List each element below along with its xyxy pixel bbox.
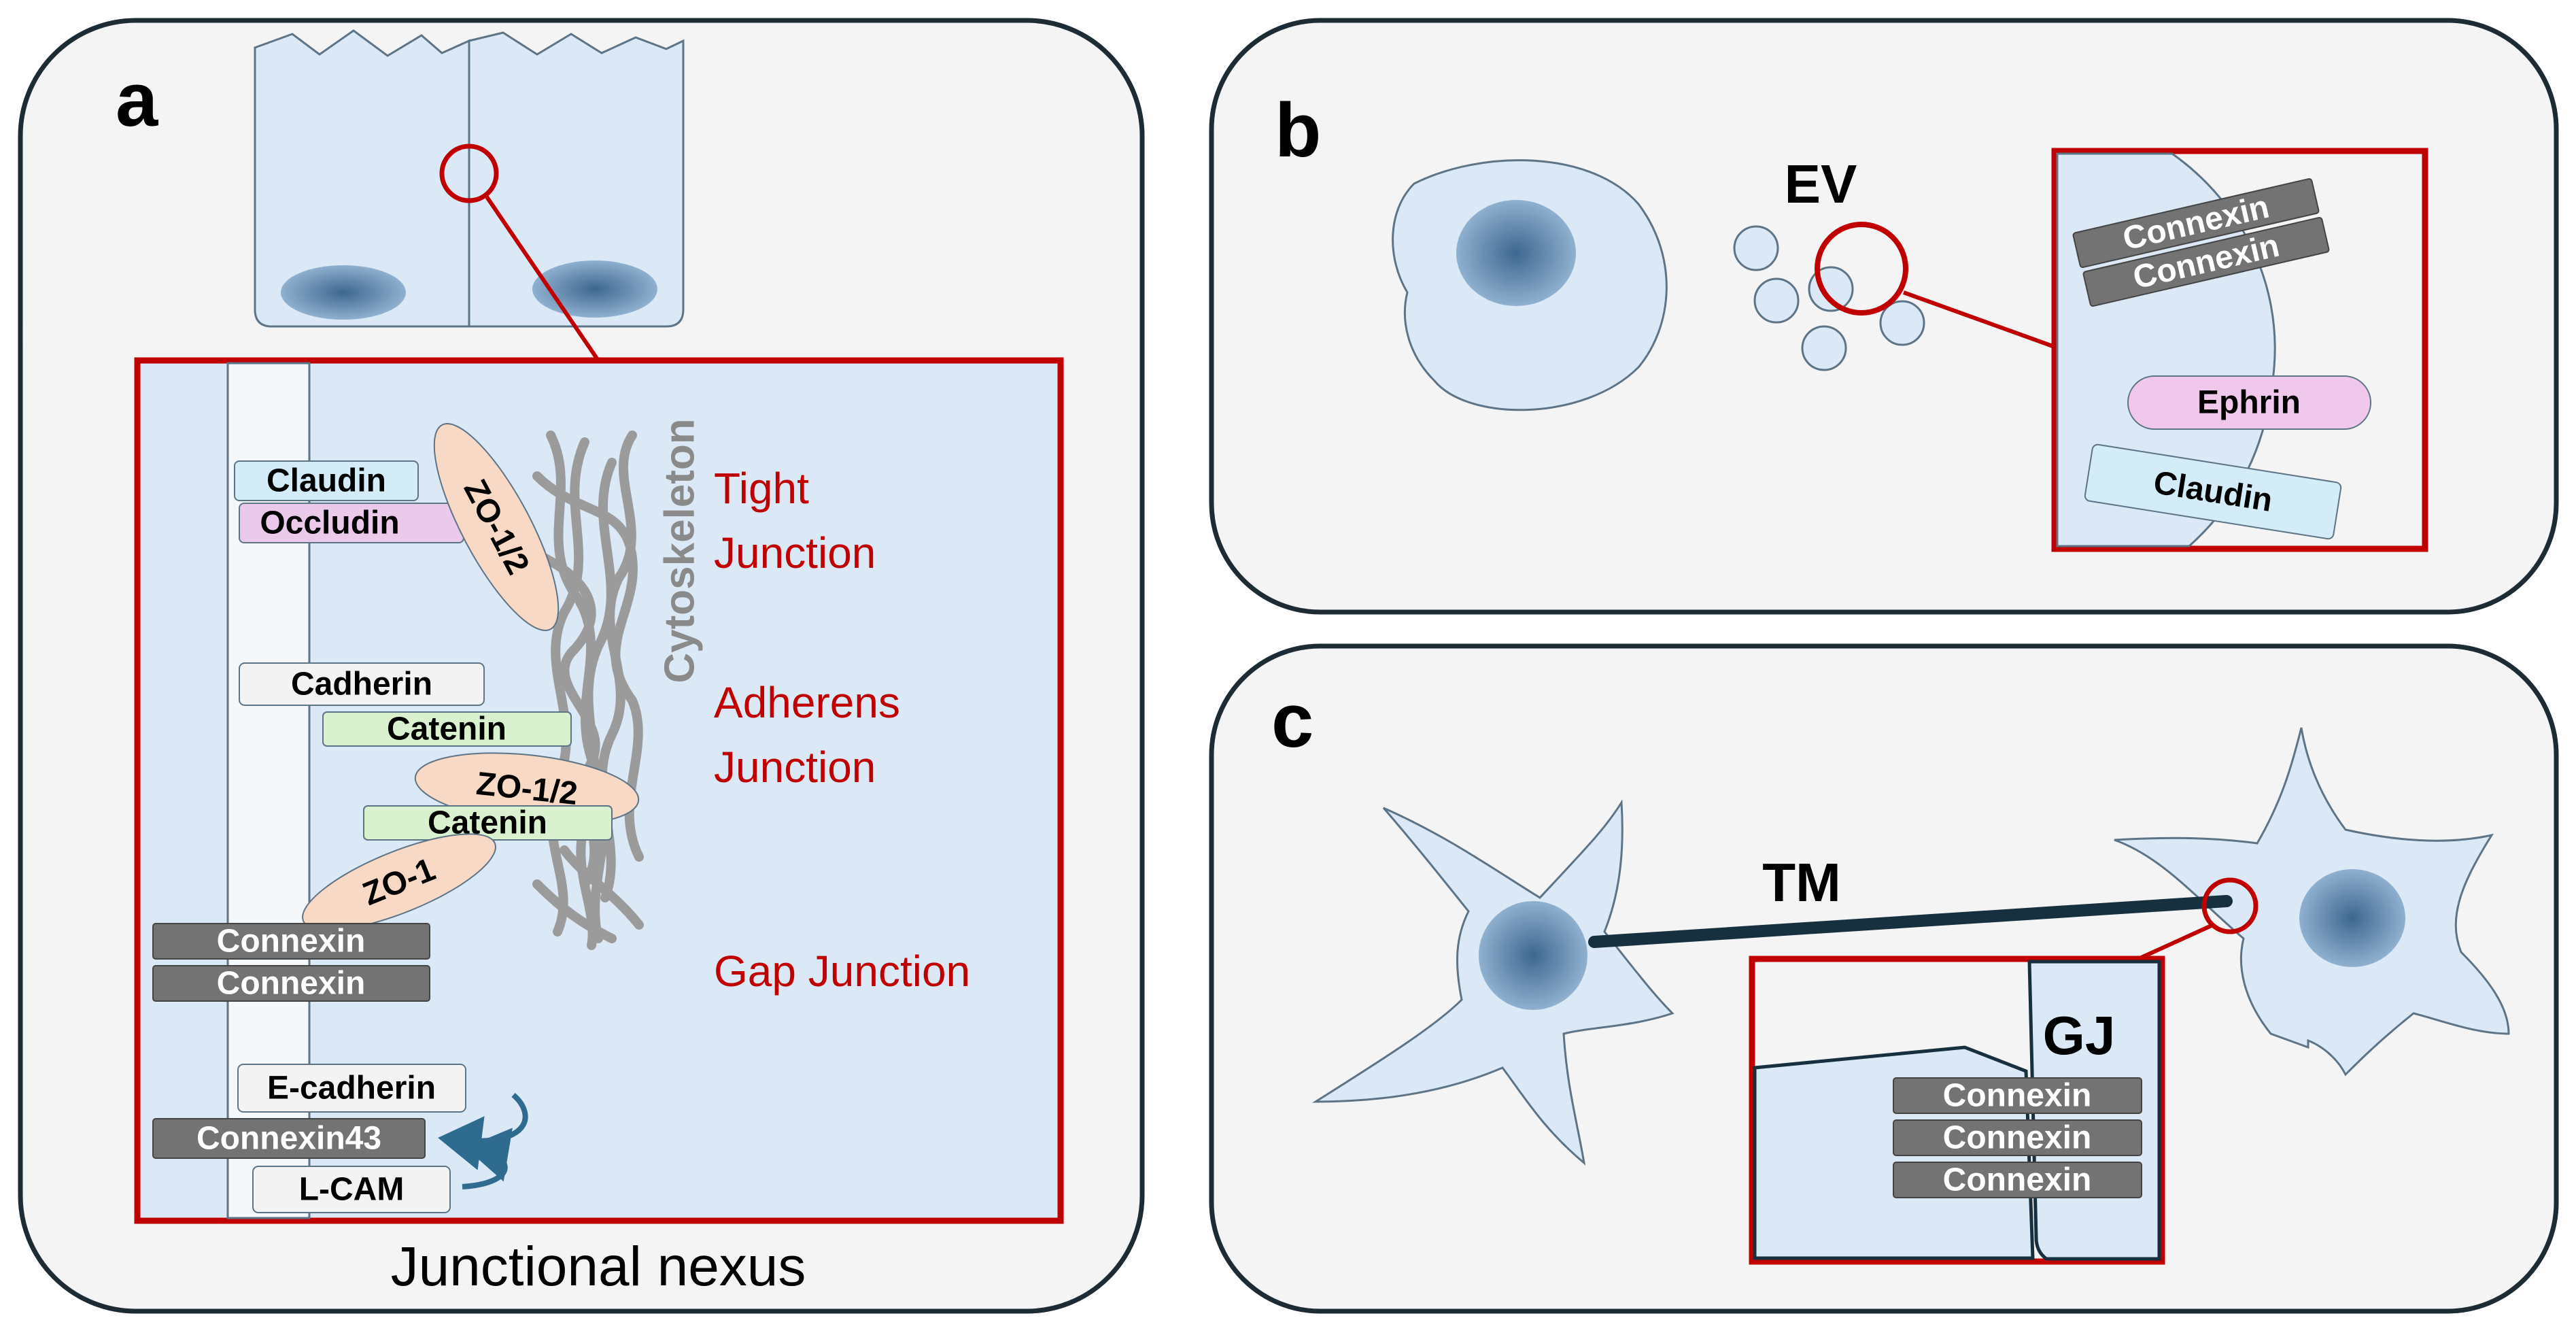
- cadherin-label: Cadherin: [291, 666, 432, 703]
- inset-junctional-nexus: Cytoskeleton Claudin Occludin ZO-1/2 Cad…: [134, 357, 1064, 1224]
- panel-c-letter: c: [1271, 678, 1313, 763]
- gj-label: GJ: [2043, 1005, 2116, 1066]
- inset-gap-junction: GJ Connexin Connexin Connexin: [1749, 956, 2165, 1265]
- l-cam-box: [252, 1166, 451, 1213]
- connexin43-box: [152, 1118, 426, 1159]
- magnify-circle-a: [439, 143, 499, 203]
- connexin-label-c3: Connexin: [1943, 1162, 2092, 1198]
- connexin43-label: Connexin43: [196, 1121, 381, 1157]
- ev-label: EV: [1785, 154, 1857, 214]
- magnify-circle-b: [1815, 222, 1908, 316]
- e-cadherin-label: E-cadherin: [267, 1070, 436, 1106]
- nucleus-right: [532, 260, 657, 318]
- magnify-connector-b: [1902, 290, 2056, 349]
- cytoskeleton: [532, 430, 644, 950]
- adherens-junction-label-2: Junction: [714, 743, 876, 792]
- connexin-box-c3: [1893, 1162, 2142, 1198]
- tm-label: TM: [1762, 852, 1841, 913]
- tight-junction-label-2: Junction: [714, 528, 876, 577]
- cytoskeleton-label: Cytoskeleton: [657, 418, 704, 683]
- tight-junction-label-1: Tight: [714, 464, 809, 513]
- connexin-label-c1: Connexin: [1943, 1078, 2092, 1114]
- panel-b: b EV Connexin Connexin: [1209, 18, 2559, 615]
- l-cam-label: L-CAM: [299, 1172, 405, 1208]
- panel-a-letter: a: [116, 57, 158, 142]
- ev-5: [1801, 325, 1847, 371]
- occludin-label: Occludin: [260, 505, 399, 541]
- ev-1: [1733, 225, 1779, 271]
- panel-c: c TM GJ Connexin Connexin Connexin: [1209, 643, 2559, 1314]
- claudin-label: Claudin: [267, 463, 386, 499]
- connexin-box-c1: [1893, 1077, 2142, 1114]
- panel-a: a Cytoskeleton: [18, 18, 1145, 1314]
- connexin-box-a2: [152, 965, 430, 1002]
- ev-3: [1753, 277, 1800, 324]
- nucleus-left: [281, 265, 406, 320]
- connexin-label-a2: Connexin: [217, 966, 366, 1002]
- cadherin-box: [239, 662, 485, 706]
- tunneling-microtube: [1588, 895, 2233, 948]
- extracellular-vesicles: [1733, 225, 1925, 371]
- connexin-box-a1: [152, 923, 430, 960]
- epithelial-cells: [254, 29, 685, 362]
- ev-4: [1879, 300, 1925, 346]
- gap-junction-label: Gap Junction: [714, 947, 970, 996]
- connexin-label-a1: Connexin: [217, 924, 366, 960]
- claudin-b: Claudin: [2084, 443, 2342, 540]
- ephrin: Ephrin: [2127, 375, 2371, 430]
- nucleus-c-left: [1479, 901, 1587, 1010]
- catenin-label-2: Catenin: [428, 805, 547, 841]
- magnify-circle-c: [2201, 877, 2259, 934]
- claudin-box: [234, 460, 419, 501]
- catenin-box-1: [322, 711, 572, 747]
- connexin-label-c2: Connexin: [1943, 1120, 2092, 1156]
- epithelial-cell-left: [254, 29, 470, 328]
- nucleus-c-right: [2299, 869, 2405, 967]
- ephrin-label: Ephrin: [2197, 385, 2301, 421]
- magnify-connector-a: [484, 195, 600, 362]
- adherens-junction-label-1: Adherens: [714, 678, 900, 727]
- junctional-nexus-caption: Junctional nexus: [391, 1236, 806, 1298]
- nucleus-b: [1456, 200, 1576, 306]
- zo1-ellipse: ZO-1: [302, 833, 496, 931]
- catenin-label-1: Catenin: [387, 711, 506, 747]
- magnify-connector-c: [2137, 923, 2214, 961]
- connexin-box-c2: [1893, 1119, 2142, 1156]
- inset-ev: Connexin Connexin Ephrin Claudin: [2051, 148, 2428, 552]
- panel-b-letter: b: [1275, 88, 1321, 173]
- arrow-lcam-connexin43: [462, 1128, 513, 1189]
- e-cadherin-box: [237, 1064, 466, 1113]
